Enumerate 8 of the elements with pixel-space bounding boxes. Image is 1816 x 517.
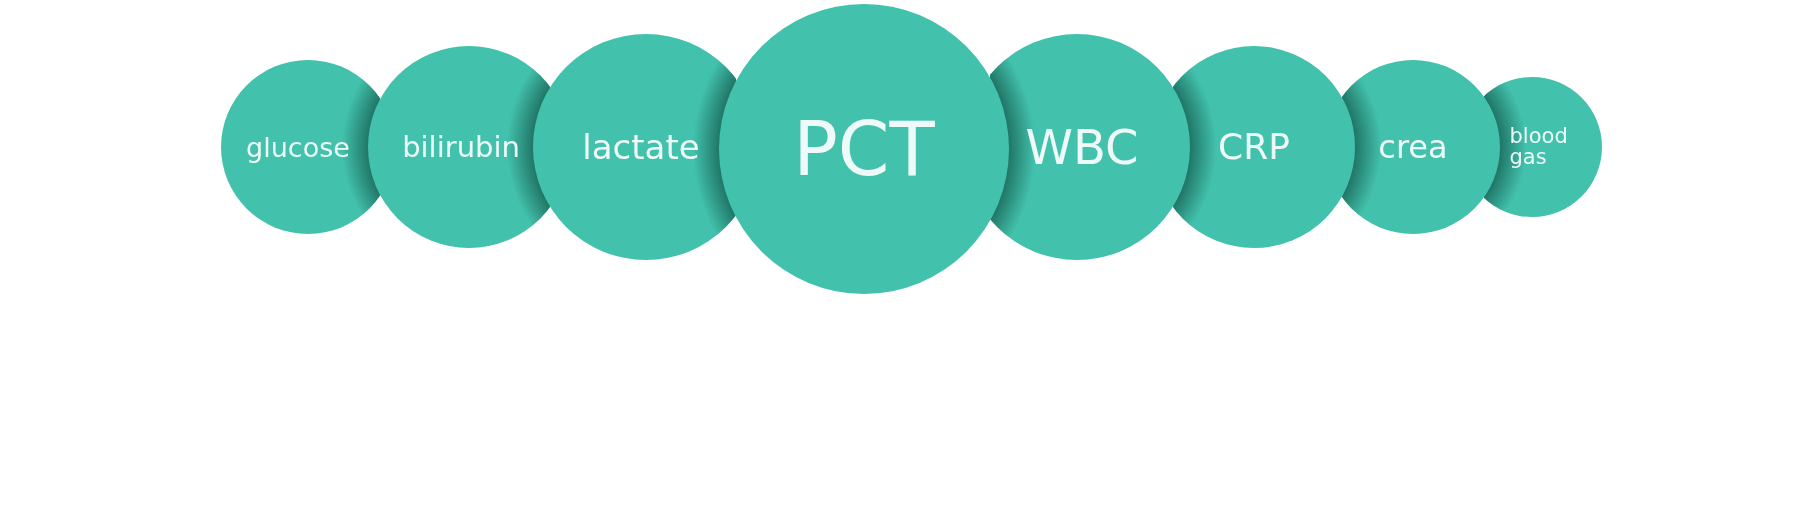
node-label: bilirubin xyxy=(402,132,520,162)
node-label: blood gas xyxy=(1509,126,1569,168)
node-label: WBC xyxy=(1025,123,1139,171)
node-label: CRP xyxy=(1218,129,1290,165)
node-label: glucose xyxy=(246,133,350,161)
node-label: crea xyxy=(1378,131,1448,163)
node-label: lactate xyxy=(582,130,700,164)
node-label: PCT xyxy=(793,112,935,186)
